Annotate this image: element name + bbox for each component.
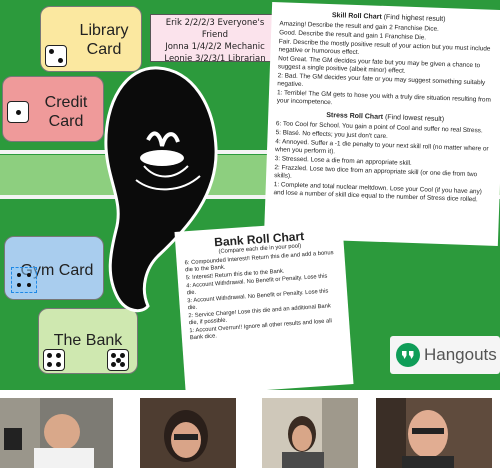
participant-video-icon (140, 398, 236, 468)
roll-charts-sheet: Skill Roll Chart (Find highest result) A… (263, 1, 500, 247)
road-line-bottom (0, 195, 500, 199)
gym-card-label: Gym Card (20, 262, 94, 279)
participant-video-icon (376, 398, 492, 468)
ghost-mascot-icon (104, 66, 218, 313)
hangouts-quote-icon (396, 343, 420, 367)
library-card[interactable]: Library Card (40, 6, 142, 72)
player-1: Erik 2/2/2/3 Everyone's Friend (165, 18, 265, 40)
participant-thumbnail-2[interactable] (140, 398, 236, 468)
hangouts-badge: Hangouts (390, 336, 500, 374)
credit-card-label: Credit Card (44, 94, 88, 130)
die-icon (43, 349, 65, 371)
library-card-label: Library Card (79, 22, 129, 58)
gym-card[interactable]: Gym Card (4, 236, 104, 300)
participant-thumbnail-1[interactable] (0, 398, 113, 468)
die-icon (107, 349, 129, 371)
bank-roll-chart: Bank Roll Chart (Compare each die in you… (174, 220, 354, 390)
selected-die-icon[interactable] (11, 267, 37, 293)
participant-thumbnail-4[interactable] (376, 398, 492, 468)
game-board: Library Card Credit Card Gym Card The Ba… (0, 0, 500, 390)
bank-card[interactable]: The Bank (38, 308, 138, 374)
hangouts-label: Hangouts (424, 345, 497, 364)
player-list: Erik 2/2/2/3 Everyone's Friend Jonna 1/4… (150, 14, 280, 64)
player-2: Jonna 1/4/2/2 Mechanic (165, 42, 265, 52)
die-icon (7, 101, 29, 123)
participant-video-icon (0, 398, 113, 468)
die-icon (45, 45, 67, 67)
participant-thumbnail-3[interactable] (262, 398, 358, 468)
participant-video-icon (262, 398, 358, 468)
bank-card-label: The Bank (53, 332, 123, 349)
credit-card[interactable]: Credit Card (2, 76, 104, 142)
road-line-top (0, 150, 500, 154)
player-3: Leonie 3/2/3/1 Librarian (164, 54, 266, 64)
